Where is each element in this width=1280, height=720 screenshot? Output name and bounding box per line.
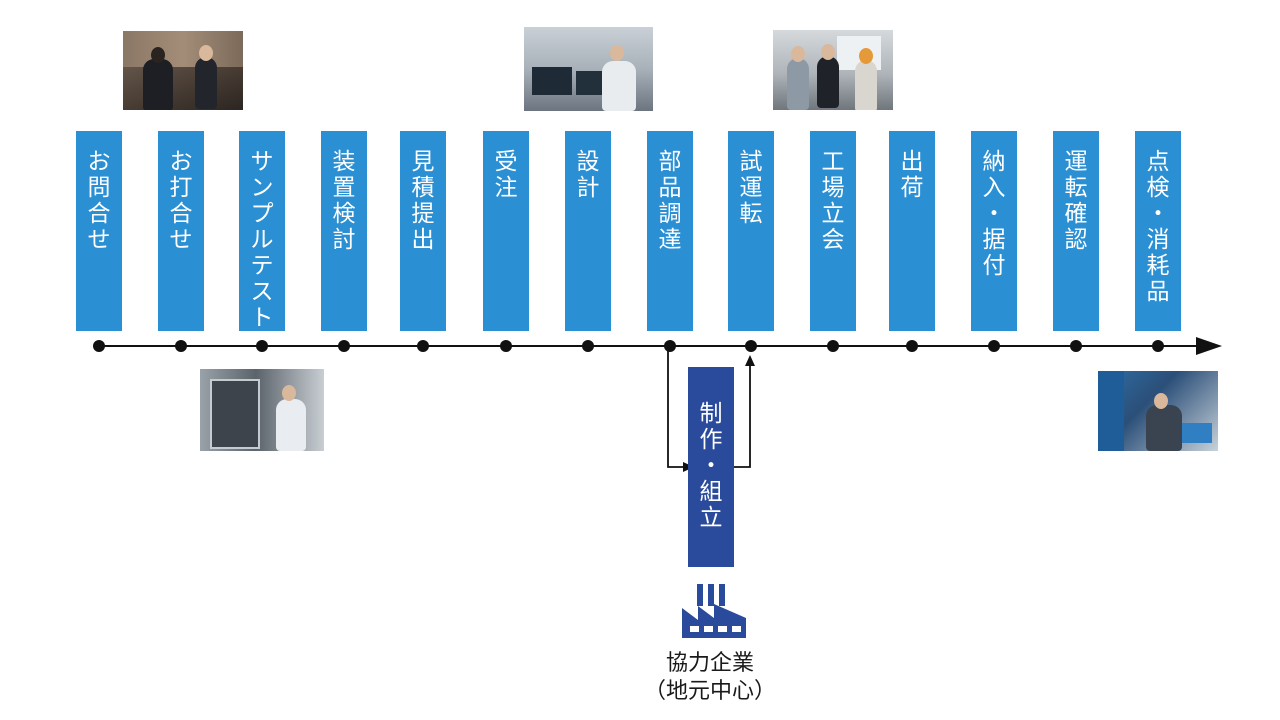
branch-label: 制作・組立: [700, 401, 723, 531]
timeline-dot: [582, 340, 594, 352]
technician-maintenance-photo: [1098, 371, 1218, 451]
lab-equipment-photo: [200, 369, 324, 451]
step-label: 装置検討: [333, 149, 356, 253]
timeline-dot: [93, 340, 105, 352]
engineer-workstation-photo: [524, 27, 653, 111]
step-label: 試運転: [740, 149, 763, 227]
step-delivery-installation: 納入・据付: [971, 131, 1017, 331]
step-label: お打合せ: [170, 149, 193, 253]
timeline-dot: [500, 340, 512, 352]
timeline-dot: [827, 340, 839, 352]
step-order: 受注: [483, 131, 529, 331]
timeline-dot: [256, 340, 268, 352]
step-operation-check: 運転確認: [1053, 131, 1099, 331]
step-design: 設計: [565, 131, 611, 331]
timeline-dot: [1070, 340, 1082, 352]
step-label: サンプルテスト: [251, 149, 274, 331]
partner-caption-line1: 協力企業: [620, 650, 800, 678]
step-label: お問合せ: [88, 149, 111, 253]
step-quotation: 見積提出: [400, 131, 446, 331]
step-sample-test: サンプルテスト: [239, 131, 285, 331]
timeline-dot: [175, 340, 187, 352]
branch-arrow-up: [745, 355, 755, 366]
step-label: 部品調達: [659, 149, 682, 253]
timeline-dot: [745, 340, 757, 352]
timeline-dot: [1152, 340, 1164, 352]
step-test-run: 試運転: [728, 131, 774, 331]
step-label: 受注: [495, 149, 518, 201]
branch-connector-out: [668, 346, 684, 467]
step-label: 工場立会: [822, 149, 845, 253]
step-equipment-review: 装置検討: [321, 131, 367, 331]
timeline-dot: [988, 340, 1000, 352]
step-label: 納入・据付: [983, 149, 1006, 279]
partner-caption-line2: （地元中心）: [620, 678, 800, 706]
timeline-dot: [417, 340, 429, 352]
business-meeting-photo: [123, 31, 243, 110]
timeline-dot: [906, 340, 918, 352]
factory-tour-photo: [773, 30, 893, 110]
factory-icon: [682, 584, 746, 638]
step-inspection-consumables: 点検・消耗品: [1135, 131, 1181, 331]
step-meeting: お打合せ: [158, 131, 204, 331]
timeline-dot: [664, 340, 676, 352]
step-label: 見積提出: [412, 149, 435, 253]
step-label: 運転確認: [1065, 149, 1088, 253]
step-label: 点検・消耗品: [1147, 149, 1170, 305]
branch-connector-return: [734, 366, 750, 467]
step-parts-procurement: 部品調達: [647, 131, 693, 331]
step-factory-witness: 工場立会: [810, 131, 856, 331]
timeline-arrowhead: [1196, 337, 1222, 355]
timeline-dot: [338, 340, 350, 352]
step-label: 出荷: [901, 149, 924, 201]
branch-manufacturing-assembly: 制作・組立: [688, 367, 734, 567]
step-label: 設計: [577, 149, 600, 201]
step-shipment: 出荷: [889, 131, 935, 331]
step-inquiry: お問合せ: [76, 131, 122, 331]
